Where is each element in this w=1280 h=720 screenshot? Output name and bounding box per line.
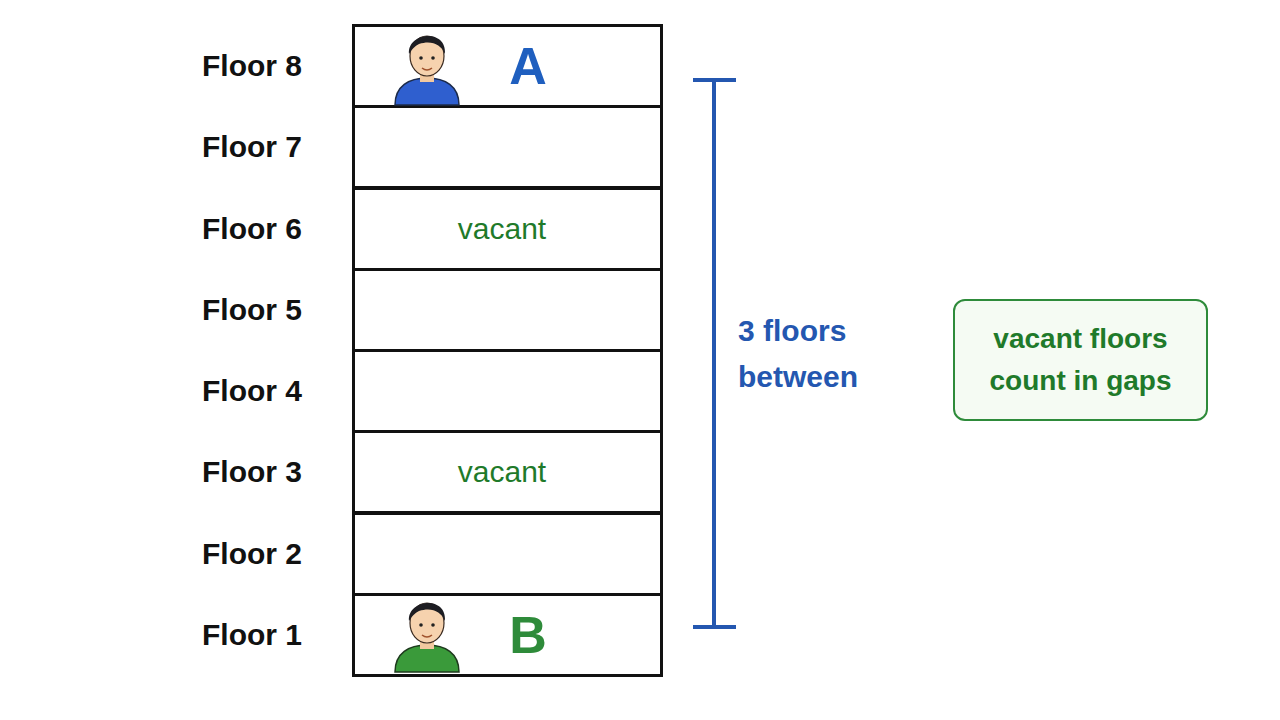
person-icon [395, 36, 459, 105]
vacant-label: vacant [422, 433, 582, 511]
floor-cell: Floor 7 [352, 105, 663, 189]
floor-cell: Floor 3vacant [352, 430, 663, 514]
person-letter: B [448, 596, 608, 674]
floor-label: Floor 7 [202, 108, 302, 186]
floor-cell: Floor 2 [352, 512, 663, 596]
floor-bracket [693, 80, 736, 627]
floor-cell: Floor 5 [352, 268, 663, 352]
note-text: vacant floors count in gaps [969, 318, 1192, 402]
floor-label: Floor 6 [202, 190, 302, 268]
vacant-label: vacant [422, 190, 582, 268]
floor-cell: Floor 1B [352, 593, 663, 677]
bracket-label: 3 floors between [738, 308, 908, 400]
floor-cell: Floor 8A [352, 24, 663, 108]
person-letter: A [448, 27, 608, 105]
floor-cell: Floor 6vacant [352, 187, 663, 271]
floor-label: Floor 8 [202, 27, 302, 105]
floor-label: Floor 1 [202, 596, 302, 674]
floor-label: Floor 2 [202, 515, 302, 593]
person-icon [395, 603, 459, 672]
floor-label: Floor 5 [202, 271, 302, 349]
note-box: vacant floors count in gaps [953, 299, 1208, 421]
floor-cell: Floor 4 [352, 349, 663, 433]
floor-label: Floor 4 [202, 352, 302, 430]
floor-label: Floor 3 [202, 433, 302, 511]
